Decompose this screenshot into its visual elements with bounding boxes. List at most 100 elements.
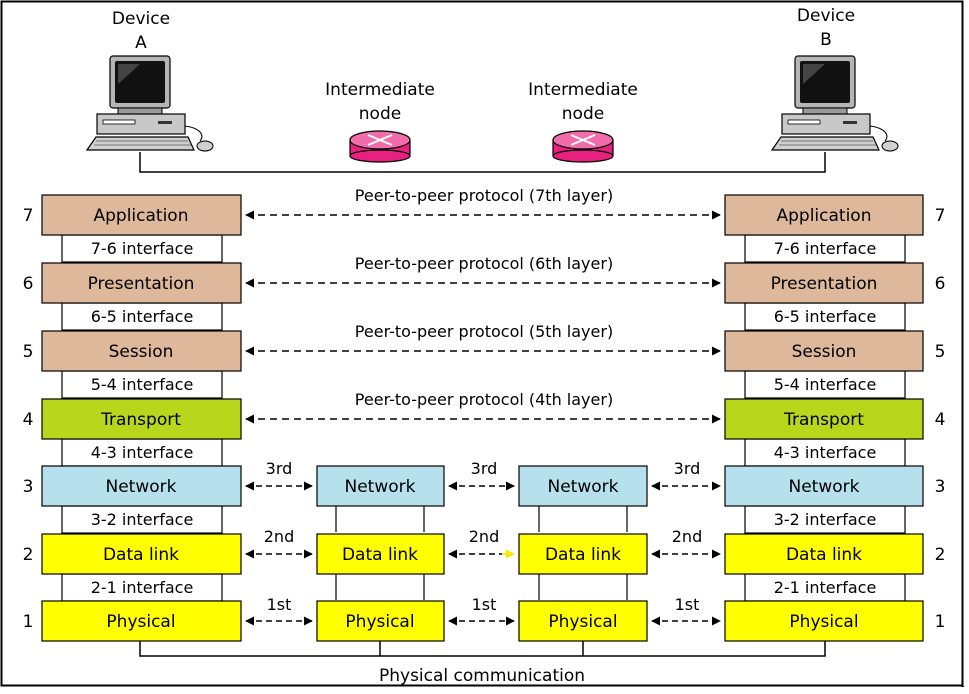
peer-protocol-label: Peer-to-peer protocol (4th layer): [355, 390, 613, 409]
interface-label: 6-5 interface: [91, 307, 194, 326]
hop-label: 3rd: [471, 459, 498, 478]
layer-number: 4: [23, 410, 34, 430]
layer-box-network: [518, 465, 648, 507]
layer-box-transport: [41, 398, 242, 440]
layer-box-session: [724, 330, 924, 372]
layer-label: Session: [792, 342, 857, 362]
interface-label: 7-6 interface: [91, 239, 194, 258]
layer-label: Network: [789, 477, 860, 497]
layer-label: Application: [777, 206, 872, 226]
layer-label: Physical: [789, 612, 858, 632]
node-1-label: Intermediate: [325, 80, 435, 100]
layer-number: 3: [935, 477, 946, 497]
hop-links: 3rd 3rd 3rd 2nd 2nd 2nd 1st 1st 1st: [245, 459, 721, 626]
layer-number: 2: [935, 545, 946, 565]
layer-label: Physical: [106, 612, 175, 632]
interface-label: 4-3 interface: [774, 443, 877, 462]
peer-protocol-label: Peer-to-peer protocol (7th layer): [355, 186, 613, 205]
interface-label: 3-2 interface: [91, 510, 194, 529]
layer-box-application: [724, 194, 924, 236]
layer-box-application: [41, 194, 242, 236]
layer-label: Application: [94, 206, 189, 226]
interface-label: 5-4 interface: [91, 375, 194, 394]
layer-label: Physical: [548, 612, 617, 632]
layer-number: 7: [23, 206, 34, 226]
layer-label: Transport: [100, 410, 181, 430]
interface-label: 4-3 interface: [91, 443, 194, 462]
layer-number: 6: [23, 274, 34, 294]
computer-icon-a: [85, 55, 214, 152]
layer-number: 5: [23, 342, 34, 362]
layer-label: Network: [345, 477, 416, 497]
layer-box-session: [41, 330, 242, 372]
layer-label: Presentation: [771, 274, 878, 294]
router-icon-2: [552, 130, 614, 163]
computer-icon-b: [770, 55, 899, 152]
layer-label: Data link: [786, 545, 862, 565]
corner-mark: 1: [961, 681, 965, 689]
hop-label: 2nd: [672, 527, 702, 546]
layer-label: Network: [548, 477, 619, 497]
router-icon-1: [349, 130, 411, 163]
layer-label: Network: [106, 477, 177, 497]
hop-label: 1st: [267, 595, 292, 614]
peer-protocols: Peer-to-peer protocol (7th layer) Peer-t…: [245, 186, 721, 424]
layer-box-data-link: [724, 533, 924, 575]
layer-number: 4: [935, 410, 946, 430]
device-b-label: Device: [797, 6, 855, 26]
layer-box-network: [316, 465, 445, 507]
layer-box-physical: [41, 600, 242, 642]
interface-label: 5-4 interface: [774, 375, 877, 394]
layer-number: 1: [23, 612, 34, 632]
layer-box-presentation: [41, 262, 242, 304]
layer-box-data-link: [41, 533, 242, 575]
hop-label: 3rd: [674, 459, 701, 478]
layer-label: Data link: [103, 545, 179, 565]
physical-wiring: [139, 641, 826, 657]
network-wire: [139, 152, 826, 173]
layer-box-presentation: [724, 262, 924, 304]
stack-left: Application Presentation Session Transpo…: [41, 194, 242, 642]
layer-label: Physical: [345, 612, 414, 632]
layer-number: 7: [935, 206, 946, 226]
physical-communication-label: Physical communication: [379, 666, 585, 686]
layer-label: Presentation: [88, 274, 195, 294]
interface-label: 7-6 interface: [774, 239, 877, 258]
peer-protocol-label: Peer-to-peer protocol (6th layer): [355, 254, 613, 273]
layer-number: 5: [935, 342, 946, 362]
interface-label: 3-2 interface: [774, 510, 877, 529]
node-2-stack: Network Data link Physical: [518, 465, 648, 642]
interface-label: 2-1 interface: [91, 578, 194, 597]
node-stack-rails: [335, 506, 628, 600]
layer-label: Transport: [783, 410, 864, 430]
hop-label: 2nd: [469, 527, 499, 546]
layer-number: 2: [23, 545, 34, 565]
node-1-stack: Network Data link Physical: [316, 465, 445, 642]
stack-right: Application Presentation Session Transpo…: [724, 194, 924, 642]
device-b-id: B: [820, 30, 832, 50]
layer-box-network: [41, 465, 242, 507]
hop-label: 1st: [675, 595, 700, 614]
device-a-label: Device: [112, 9, 170, 29]
layer-number: 1: [935, 612, 946, 632]
layer-label: Session: [109, 342, 174, 362]
layer-number: 6: [935, 274, 946, 294]
node-2-label: Intermediate: [528, 80, 638, 100]
layer-number: 3: [23, 477, 34, 497]
device-a-id: A: [135, 33, 147, 53]
hop-label: 3rd: [266, 459, 293, 478]
layer-box-physical: [316, 600, 445, 642]
interfaces-right: 7-6 interface 6-5 interface 5-4 interfac…: [744, 234, 906, 602]
hop-label: 1st: [472, 595, 497, 614]
layer-box-data-link: [518, 533, 648, 575]
layer-box-network: [724, 465, 924, 507]
node-1-sublabel: node: [359, 104, 401, 124]
layer-label: Data link: [545, 545, 621, 565]
peer-protocol-label: Peer-to-peer protocol (5th layer): [355, 322, 613, 341]
interface-label: 2-1 interface: [774, 578, 877, 597]
layer-box-physical: [518, 600, 648, 642]
node-2-sublabel: node: [562, 104, 604, 124]
